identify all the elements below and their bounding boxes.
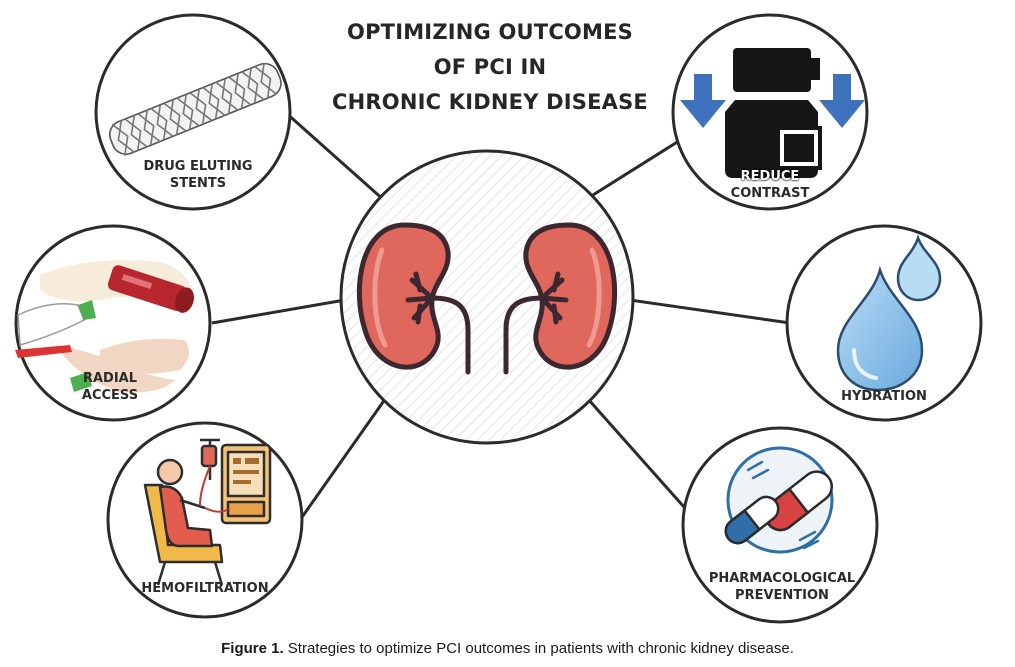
label-radial-line-2: ACCESS <box>81 388 139 403</box>
node-hydration <box>785 224 983 422</box>
label-contrast-line-1: REDUCE <box>740 169 800 184</box>
dialysis-patient-icon <box>143 438 272 586</box>
figure-caption: Figure 1. Strategies to optimize PCI out… <box>0 640 1015 657</box>
label-des-line-1: DRUG ELUTING <box>143 159 253 174</box>
connector-hydration <box>629 298 791 325</box>
label-pharm-line-1: PHARMACOLOGICAL <box>708 571 856 586</box>
diagram-title-line-2: OF PCI IN <box>433 55 547 79</box>
stent-icon <box>108 62 282 156</box>
node-hemofiltration <box>106 421 304 619</box>
diagram-title-line-1: OPTIMIZING OUTCOMES <box>347 20 633 44</box>
pills-icon <box>724 446 834 554</box>
label-pharmacological-prevention: PHARMACOLOGICAL PREVENTION <box>700 570 864 604</box>
label-reduce-contrast: REDUCE CONTRAST <box>710 168 830 202</box>
label-radial-line-1: RADIAL <box>82 371 138 386</box>
label-radial-access: RADIAL ACCESS <box>65 370 155 404</box>
node-reduce-contrast <box>671 13 869 211</box>
node-pharmacological-prevention <box>681 426 879 624</box>
connector-radial <box>211 298 346 325</box>
water-drops-icon <box>836 234 942 392</box>
label-des-line-2: STENTS <box>169 176 227 191</box>
figure-caption-text: Strategies to optimize PCI outcomes in p… <box>283 640 794 657</box>
label-hydration: HYDRATION <box>824 388 944 405</box>
label-hydration-line-1: HYDRATION <box>841 389 927 404</box>
center-node <box>339 149 635 445</box>
label-contrast-line-2: CONTRAST <box>730 186 810 201</box>
label-pharm-line-2: PREVENTION <box>735 588 829 603</box>
connector-hemo <box>298 384 397 521</box>
label-hemofiltration: HEMOFILTRATION <box>130 580 280 597</box>
radial-artery-icon <box>15 260 195 393</box>
label-hemo-line-1: HEMOFILTRATION <box>141 581 269 596</box>
connector-pharm <box>578 389 702 526</box>
node-radial-access <box>14 224 212 422</box>
label-drug-eluting-stents: DRUG ELUTING STENTS <box>123 158 273 192</box>
contrast-injector-icon <box>725 48 822 178</box>
node-drug-eluting-stents <box>94 13 292 211</box>
diagram-title-line-3: CHRONIC KIDNEY DISEASE <box>332 90 648 114</box>
figure-caption-label: Figure 1. <box>221 640 284 657</box>
down-arrow-left-icon <box>680 74 726 128</box>
down-arrow-right-icon <box>819 74 865 128</box>
connector-des <box>284 110 396 212</box>
kidneys-icon <box>356 222 618 375</box>
